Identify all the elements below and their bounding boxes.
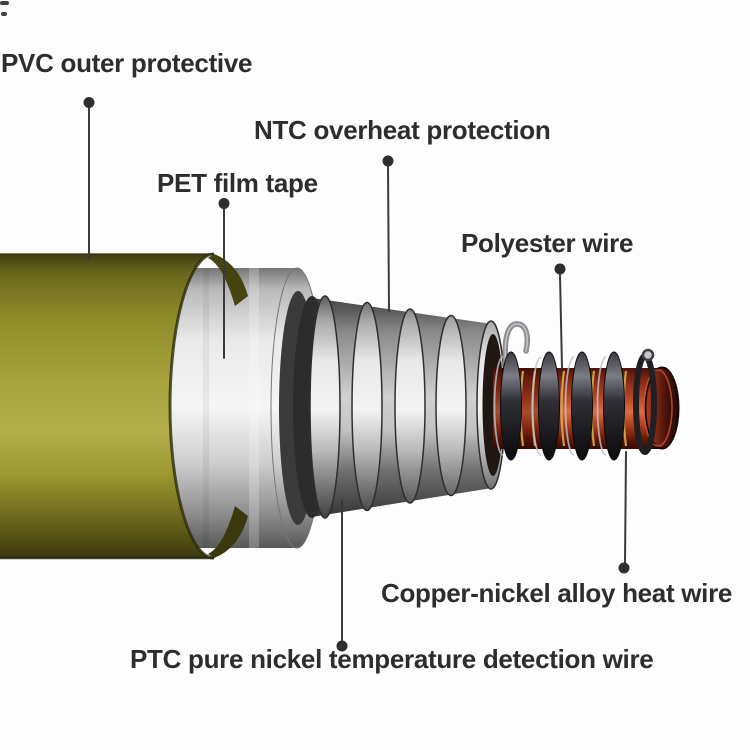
label-ptc-detection-wire: PTC pure nickel temperature detection wi… (130, 644, 654, 674)
leader-line-polyester (559, 274, 563, 369)
detection-wire-end-loop (633, 348, 657, 455)
label-copper-nickel-heat-wire: Copper-nickel alloy heat wire (381, 578, 733, 608)
leader-dot-pvc (83, 97, 95, 108)
leader-dot-ntc (382, 155, 394, 167)
leader-line-copper (624, 451, 627, 564)
ntc-spiral-layer (293, 295, 506, 519)
corner-specks (0, 1, 9, 16)
leader-lines (88, 107, 627, 642)
label-pet-film-tape: PET film tape (157, 168, 318, 198)
leader-dot-polyester (554, 263, 566, 275)
label-pvc-outer-protective: PVC outer protective (1, 48, 253, 78)
label-polyester-wire: Polyester wire (461, 228, 634, 258)
leader-dot-ptc (336, 640, 348, 652)
detection-wire-wraps (493, 351, 625, 461)
leader-dot-pet (218, 198, 230, 209)
heat-core (493, 321, 680, 461)
label-ntc-overheat-protection: NTC overheat protection (254, 115, 551, 145)
pvc-outer-layer (0, 252, 248, 560)
leader-dot-copper (618, 562, 630, 574)
leader-dots (83, 97, 630, 652)
core-end-rim-highlight (643, 369, 673, 447)
polyester-wire-hook (502, 321, 531, 369)
leader-line-ntc (387, 166, 390, 312)
